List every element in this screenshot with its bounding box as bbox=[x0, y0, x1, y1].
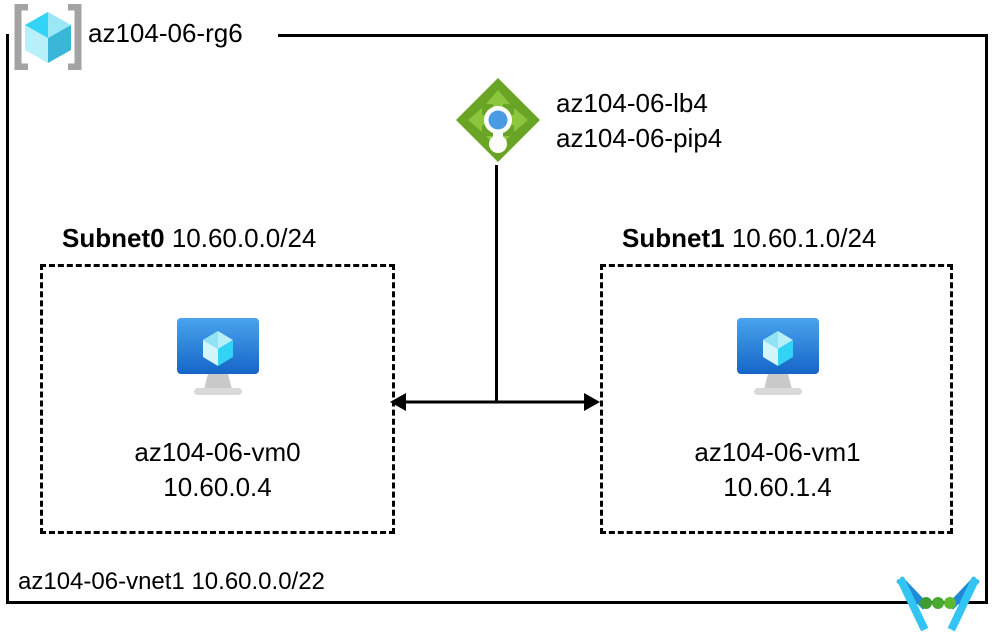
virtual-machine-icon bbox=[172, 315, 264, 399]
vm-1-name: az104-06-vm1 bbox=[694, 437, 861, 467]
resource-group-border-top bbox=[278, 34, 988, 37]
load-balancer-labels: az104-06-lb4 az104-06-pip4 bbox=[556, 86, 722, 156]
subnet-1-cidr: 10.60.1.0/24 bbox=[731, 223, 877, 253]
load-balancer-connector-line bbox=[495, 165, 498, 403]
vm-0-name: az104-06-vm0 bbox=[134, 437, 301, 467]
resource-group-label: az104-06-rg6 bbox=[88, 18, 243, 48]
subnet-0-cidr: 10.60.0.0/24 bbox=[171, 223, 317, 253]
resource-group-border-bottom bbox=[6, 601, 988, 604]
vm-0-labels: az104-06-vm0 10.60.0.4 bbox=[40, 435, 395, 505]
resource-group-border-right bbox=[985, 34, 988, 604]
resource-group-cube-icon bbox=[14, 3, 82, 71]
vm-1-labels: az104-06-vm1 10.60.1.4 bbox=[600, 435, 955, 505]
vm-1-ip: 10.60.1.4 bbox=[723, 472, 832, 502]
load-balancer-name: az104-06-lb4 bbox=[556, 88, 708, 118]
subnet-1-name: Subnet1 bbox=[622, 223, 725, 253]
public-ip-name: az104-06-pip4 bbox=[556, 123, 723, 153]
virtual-network-icon bbox=[889, 576, 987, 632]
vm-0-ip: 10.60.0.4 bbox=[163, 472, 272, 502]
subnet-1-title: Subnet1 10.60.1.0/24 bbox=[622, 222, 876, 254]
subnet-1-box bbox=[600, 264, 953, 534]
virtual-machine-icon bbox=[732, 315, 824, 399]
vnet-label: az104-06-vnet1 10.60.0.0/22 bbox=[18, 568, 325, 595]
double-headed-arrow-icon bbox=[390, 388, 600, 416]
load-balancer-icon bbox=[452, 74, 544, 170]
subnet-0-name: Subnet0 bbox=[62, 223, 165, 253]
resource-group-border-left bbox=[6, 34, 9, 604]
subnet-0-box bbox=[40, 264, 395, 534]
subnet-0-title: Subnet0 10.60.0.0/24 bbox=[62, 222, 316, 254]
